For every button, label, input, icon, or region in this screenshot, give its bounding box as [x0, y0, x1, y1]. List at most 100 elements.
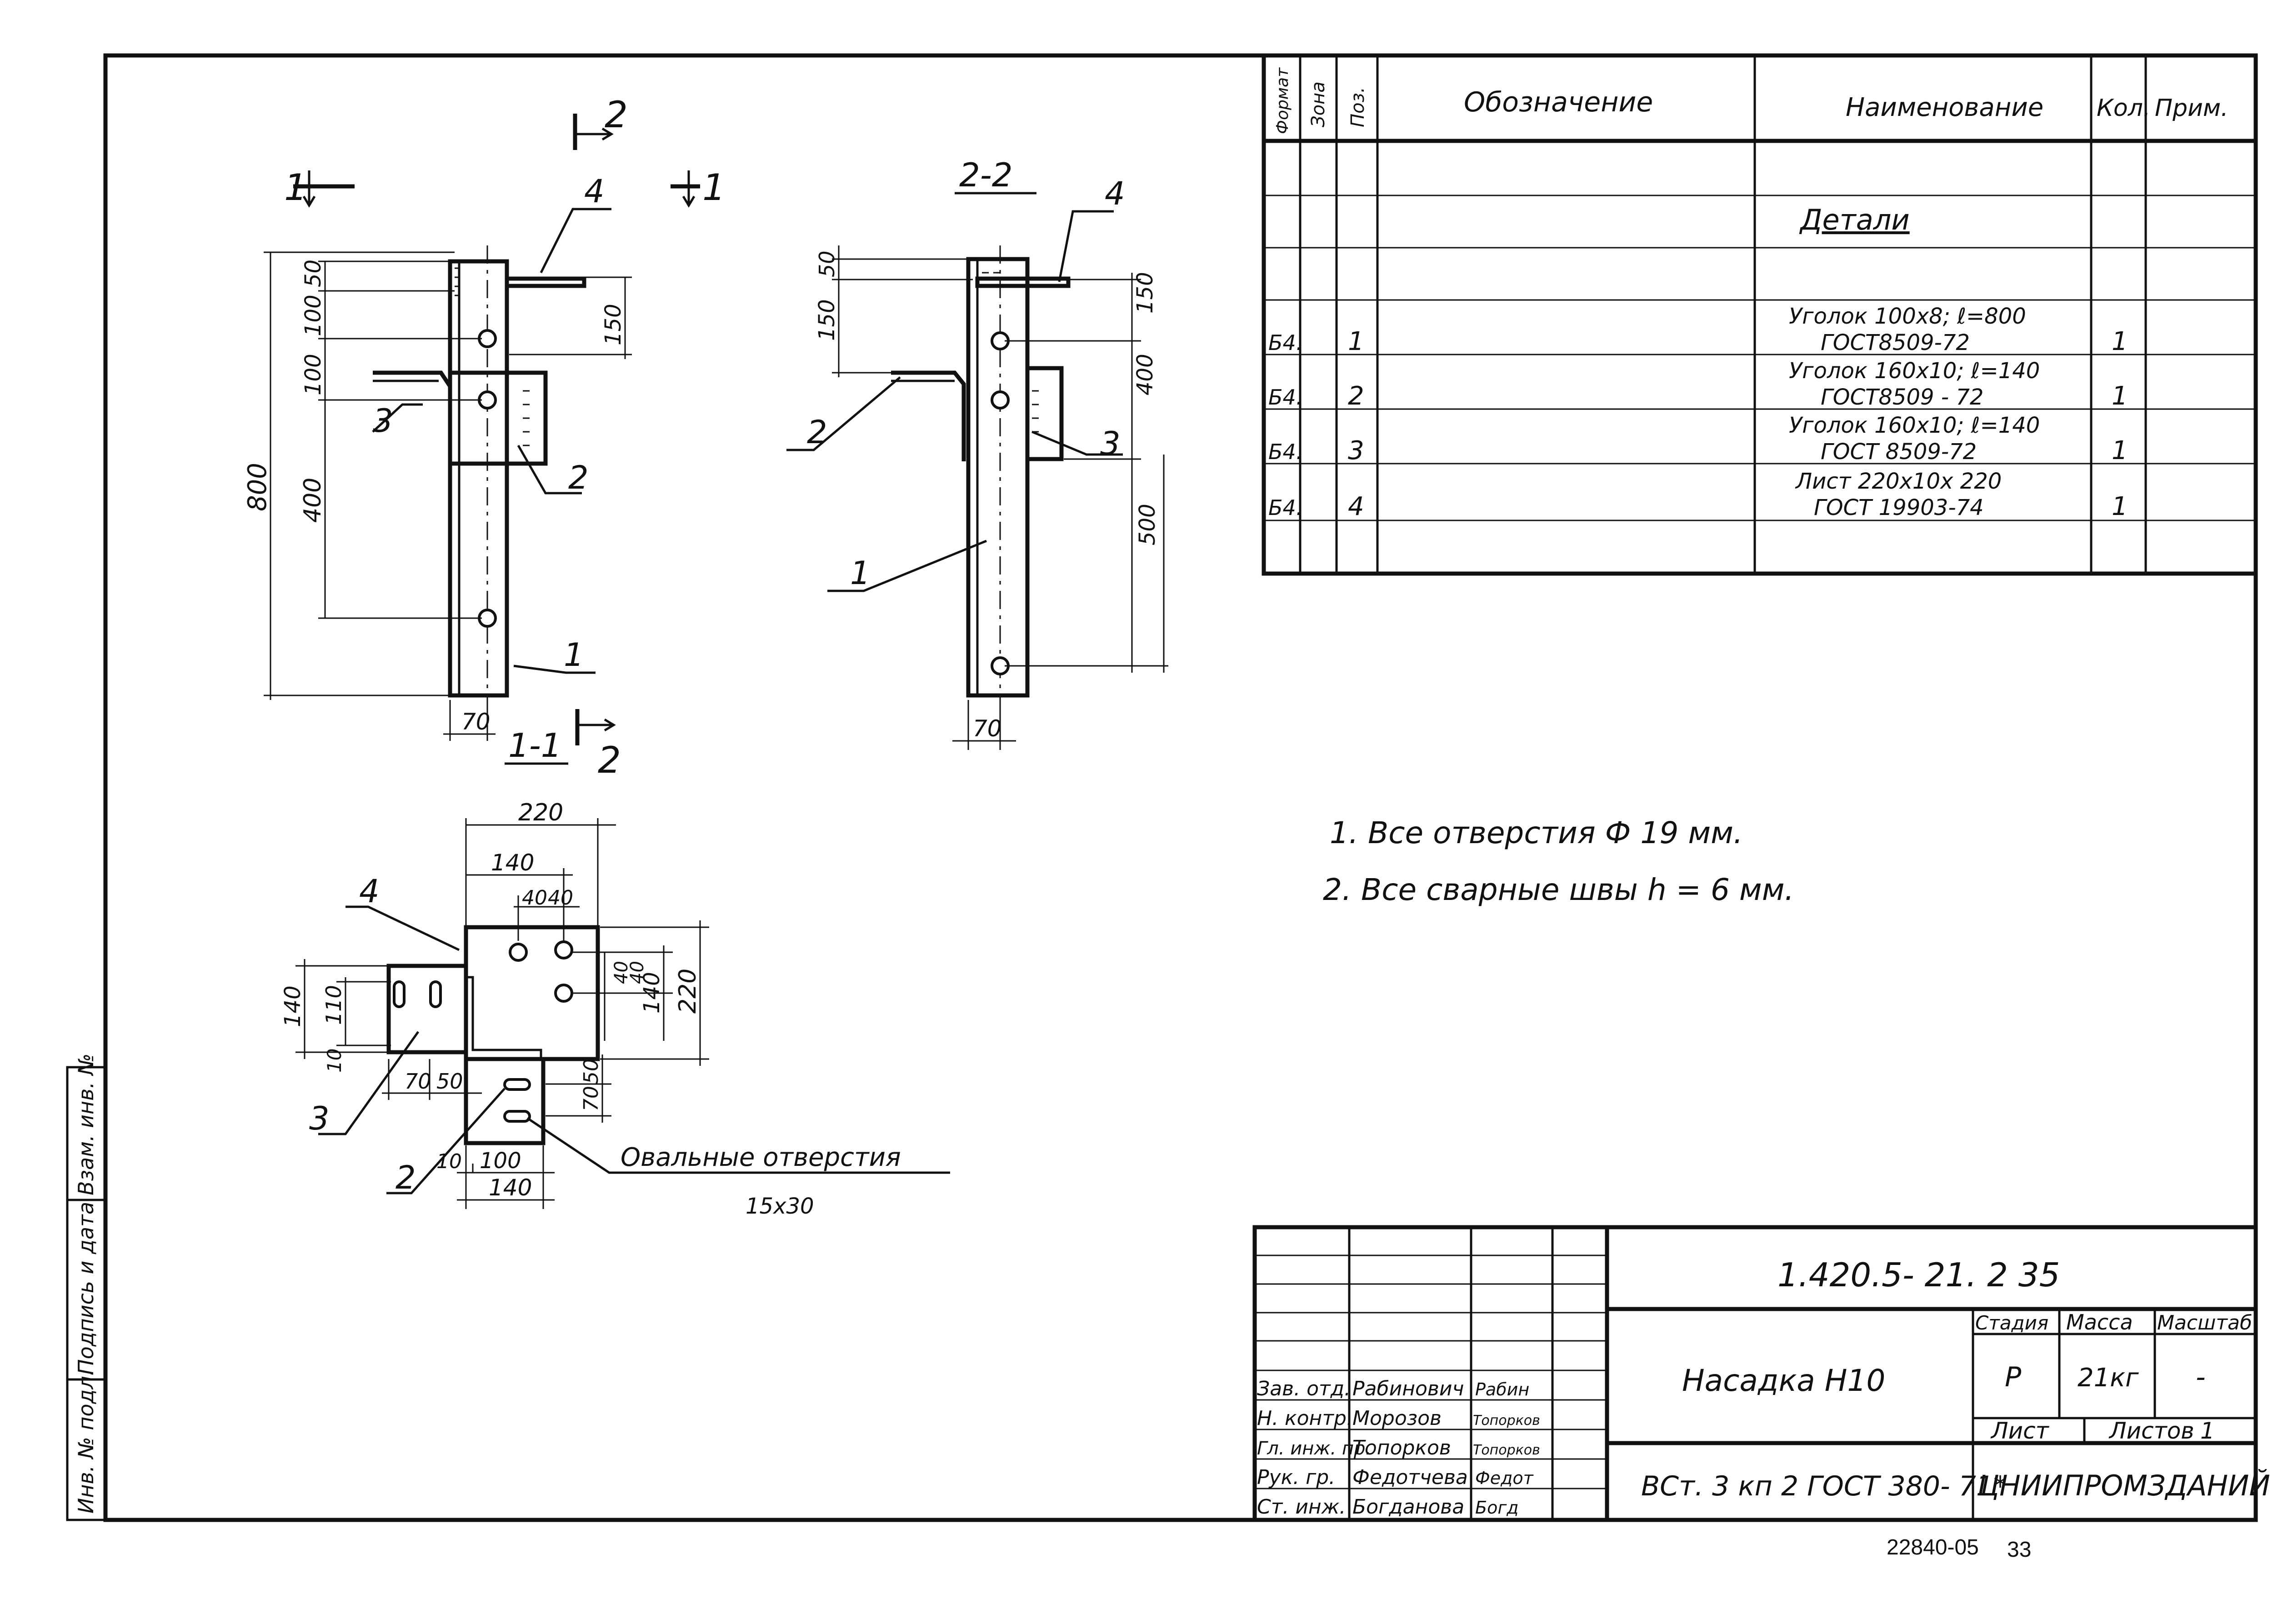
stamp-replace-inv: Взам. инв. № — [74, 1054, 98, 1195]
plan-dim-40a: 40 — [522, 886, 547, 909]
staff-role-4: Рук. гр. — [1257, 1466, 1335, 1489]
staff-sign-2: Топорков — [1473, 1413, 1540, 1429]
staff-name-1: Рабинович — [1352, 1377, 1464, 1400]
hdr-format: Формат — [1273, 67, 1292, 134]
mass-label: Масса — [2066, 1310, 2133, 1334]
side-stamp: Инв. № подл. Подпись и дата Взам. инв. № — [66, 1054, 107, 1521]
row1-qty: 1 — [2112, 327, 2128, 356]
v2-caption: 2-2 — [959, 156, 1013, 194]
plan-dim-140-top: 140 — [491, 849, 534, 876]
v1-dim-400: 400 — [299, 478, 326, 523]
row2-name-line1: Уголок 160х10; ℓ=140 — [1789, 358, 2040, 384]
v2-callout-2: 2 — [807, 414, 827, 451]
section-title: Детали — [1799, 203, 1910, 236]
v1-dim-50: 50 — [300, 260, 326, 287]
doc-code: 1.420.5- 21. 2 35 — [1777, 1256, 2060, 1294]
plan-callout-3: 3 — [309, 1100, 330, 1137]
hdr-name: Наименование — [1846, 93, 2043, 122]
row4-name-line2: ГОСТ 19903-74 — [1814, 495, 1984, 520]
scale-value: - — [2196, 1361, 2206, 1393]
row3-qty: 1 — [2112, 436, 2128, 465]
staff-sign-1: Рабин — [1475, 1379, 1529, 1399]
oval-holes-label: Овальные отверстия — [621, 1143, 901, 1172]
row3-name-line2: ГОСТ 8509-72 — [1821, 439, 1977, 465]
staff-name-2: Морозов — [1352, 1407, 1442, 1430]
mass-value: 21кг — [2078, 1363, 2139, 1393]
row3-pos: 3 — [1348, 436, 1364, 465]
stage-label: Стадия — [1975, 1312, 2048, 1334]
plan-callout-2: 2 — [396, 1159, 416, 1196]
view-1-1: 1 1 2 2 — [243, 94, 726, 781]
hdr-zone: Зона — [1308, 81, 1329, 127]
drawing-title: Насадка Н10 — [1682, 1363, 1885, 1398]
plan-dim-70: 70 — [405, 1069, 431, 1094]
row2-qty: 1 — [2112, 381, 2128, 411]
drawing-frame — [103, 53, 2258, 1522]
section-mark-2-top: 2 — [605, 94, 628, 136]
v2-callout-4: 4 — [1105, 175, 1125, 212]
v1-callout-1: 1 — [564, 636, 584, 674]
stamp-inv: Инв. № подл. — [74, 1369, 98, 1514]
v1-dim-100b: 100 — [300, 354, 326, 395]
row3-name-line1: Уголок 160х10; ℓ=140 — [1789, 413, 2040, 438]
v2-dim-400: 400 — [1132, 354, 1158, 395]
v1-dim-100a: 100 — [300, 295, 326, 336]
sheets-total: 1 — [2200, 1418, 2215, 1444]
row4-name-line1: Лист 220х10х 220 — [1795, 469, 2002, 494]
staff-sign-4: Федот — [1475, 1468, 1534, 1488]
row1-format: Б4. — [1268, 330, 1302, 355]
plan-callout-4: 4 — [359, 873, 380, 910]
plan-dim-70-right: 70 — [580, 1086, 603, 1111]
v2-dim-500: 500 — [1135, 504, 1160, 545]
staff-role-5: Ст. инж. — [1257, 1495, 1346, 1519]
plan-dim-140-left: 140 — [280, 985, 305, 1027]
hdr-note: Прим. — [2155, 95, 2228, 122]
plan-dim-40-r2: 40 — [627, 961, 648, 984]
section-mark-1-right: 1 — [702, 166, 726, 209]
plan-dim-10-left: 10 — [323, 1049, 345, 1073]
row4-pos: 4 — [1348, 492, 1364, 521]
staff-role-2: Н. контр. — [1257, 1407, 1353, 1430]
plan-dim-220-right: 220 — [674, 969, 701, 1014]
title-block: 1.420.5- 21. 2 35 Насадка Н10 ВСт. 3 кп … — [1252, 1225, 2270, 1522]
plan-dim-220-top: 220 — [518, 799, 563, 826]
v1-caption: 1-1 — [508, 726, 562, 765]
staff-name-5: Богданова — [1352, 1495, 1464, 1519]
sheets-label: Листов — [2108, 1418, 2194, 1444]
plan-dim-40-r1: 40 — [611, 961, 632, 984]
staff-name-3: Топорков — [1352, 1436, 1451, 1459]
v2-callout-3: 3 — [1100, 425, 1121, 462]
organization: ЦНИИПРОМЗДАНИЙ — [1978, 1469, 2270, 1502]
notes: 1. Все отверстия Ф 19 мм. 2. Все сварные… — [1323, 815, 1794, 907]
note-2: 2. Все сварные швы h = 6 мм. — [1323, 872, 1794, 907]
row2-name-line2: ГОСТ8509 - 72 — [1821, 385, 1983, 410]
stage-value: Р — [2005, 1361, 2022, 1393]
staff-sign-5: Богд — [1475, 1498, 1519, 1518]
view-2-2: 2-2 50 — [786, 156, 1168, 750]
v1-dim-800: 800 — [243, 463, 272, 511]
v1-callout-3: 3 — [373, 402, 393, 440]
staff-name-4: Федотчева — [1352, 1466, 1468, 1489]
spec-table: Формат Зона Поз. Обозначение Наименовани… — [1262, 53, 2258, 576]
plan-dim-50: 50 — [436, 1069, 463, 1094]
sheet-label: Лист — [1990, 1418, 2050, 1444]
row2-format: Б4. — [1268, 385, 1302, 410]
v1-dim-70: 70 — [461, 709, 491, 735]
row4-qty: 1 — [2112, 492, 2128, 521]
bottom-code: 22840-05 — [1887, 1535, 1979, 1559]
row1-pos: 1 — [1348, 327, 1364, 356]
v1-callout-4: 4 — [584, 173, 605, 210]
v2-dim-150-left: 150 — [814, 299, 840, 341]
v1-dim-150: 150 — [601, 304, 626, 345]
plan-dim-140-bottom: 140 — [489, 1174, 532, 1201]
v2-callout-1: 1 — [850, 555, 871, 592]
plan-dim-100: 100 — [480, 1148, 521, 1174]
material: ВСт. 3 кп 2 ГОСТ 380- 71* — [1641, 1470, 2007, 1502]
row1-name-line2: ГОСТ8509-72 — [1821, 330, 1970, 355]
plan-dim-50-right: 50 — [580, 1059, 603, 1084]
section-mark-2-bottom: 2 — [598, 739, 621, 781]
v2-dim-50: 50 — [815, 250, 839, 277]
scale-label: Масштаб — [2157, 1311, 2252, 1334]
oval-holes-size: 15х30 — [746, 1194, 814, 1219]
